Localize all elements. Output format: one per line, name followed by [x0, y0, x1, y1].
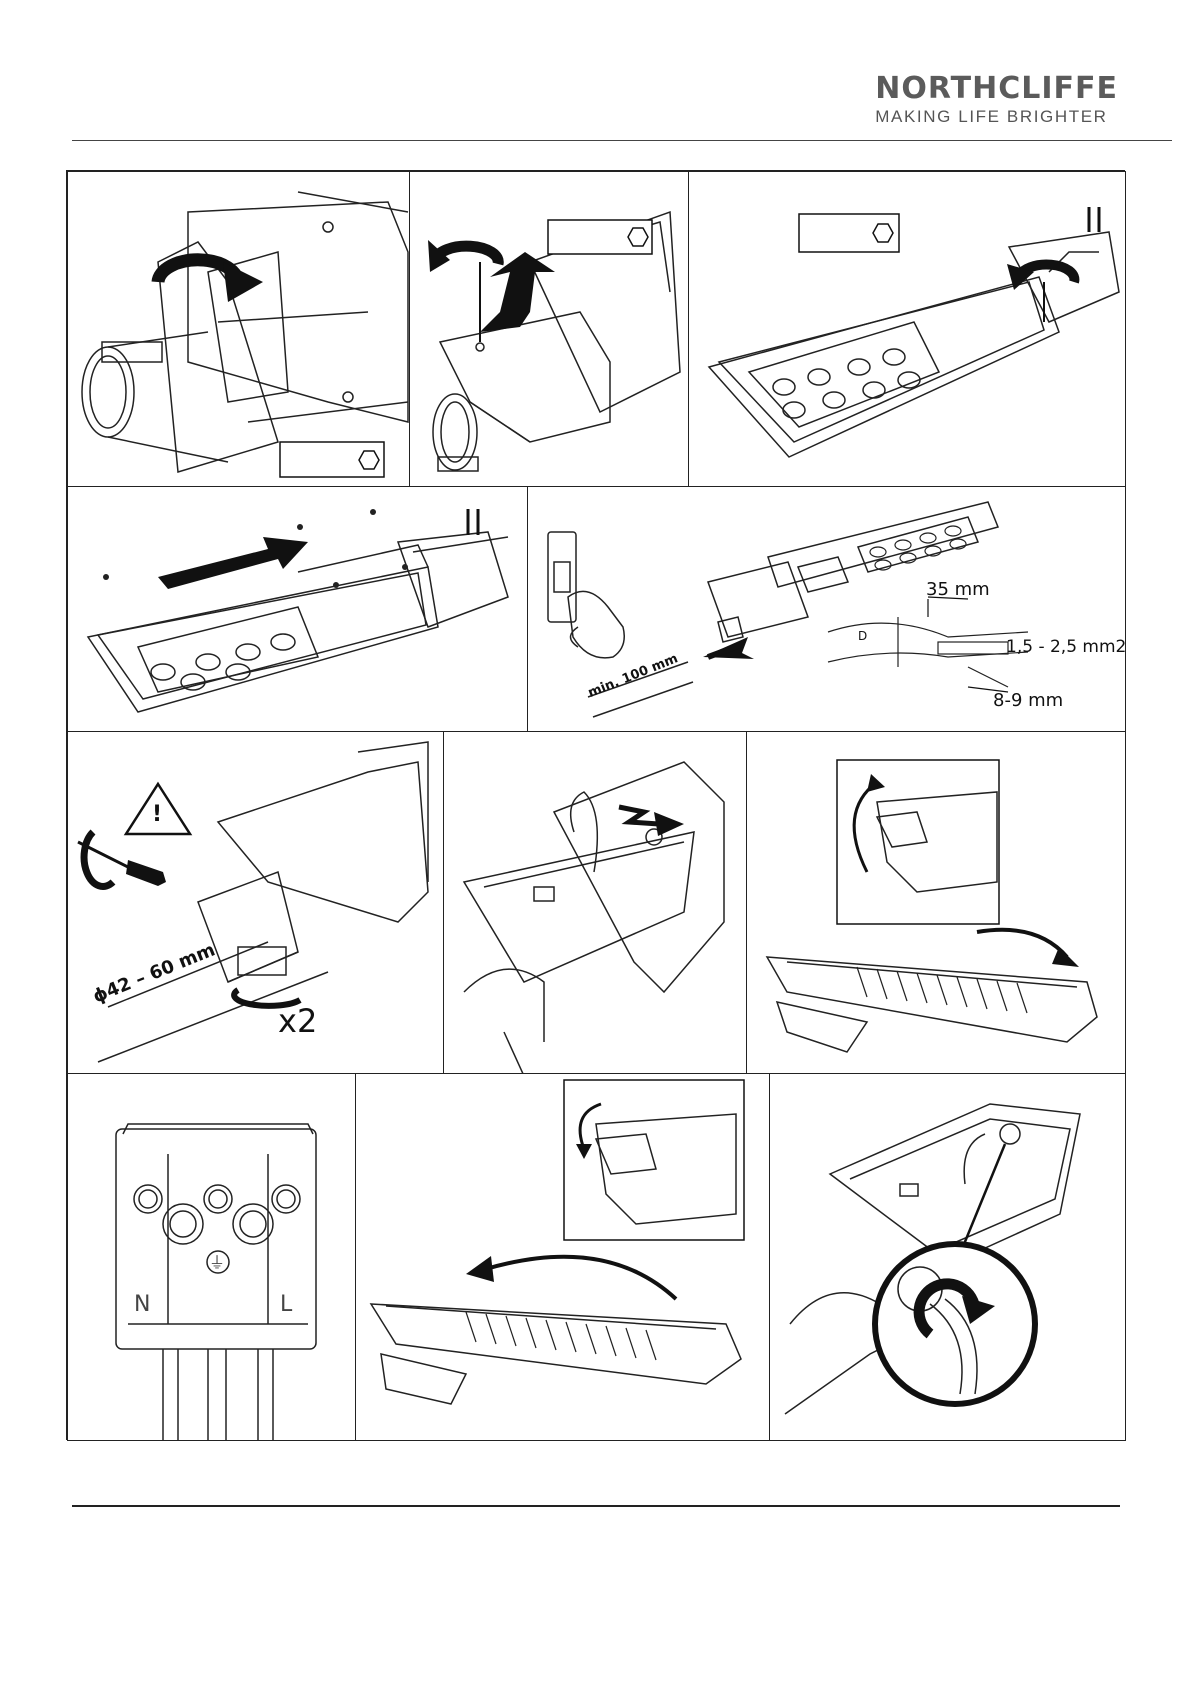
- strip-length-label: 35 mm: [926, 579, 990, 600]
- step-2-panel: [409, 171, 690, 488]
- header-divider: [72, 140, 1172, 141]
- bolt-count-label: x2: [278, 1002, 317, 1040]
- step-7-panel: [443, 731, 748, 1075]
- screwdriver-icon: [78, 832, 166, 886]
- core-strip-label: 8-9 mm: [993, 690, 1063, 711]
- step-10-panel: [355, 1073, 771, 1441]
- step-8-panel: [746, 731, 1126, 1075]
- rotate-arrow-icon: [619, 807, 659, 824]
- brand-tagline: MAKING LIFE BRIGHTER: [875, 107, 1118, 127]
- instruction-grid: min. 100 mm 35 mm 1,5 - 2,5 mm2 8-9 mm D: [66, 170, 1125, 1440]
- terminal-label-l: L: [280, 1292, 292, 1317]
- footer-divider: [72, 1505, 1120, 1507]
- step-6-panel: ! ϕ42 – 60 mm x2: [67, 731, 445, 1075]
- step-9-panel: N ⏚ L: [67, 1073, 357, 1441]
- step-11-panel: [769, 1073, 1126, 1441]
- rotate-arrow-icon: [977, 930, 1067, 957]
- terminal-label-earth: ⏚: [209, 1249, 225, 1273]
- brand-logo: NORTHCLIFFE MAKING LIFE BRIGHTER: [875, 74, 1118, 127]
- step-4-panel: [67, 486, 529, 733]
- terminal-label-n: N: [134, 1292, 150, 1317]
- rotate-arrow-icon: [158, 260, 263, 302]
- power-switch-icon: [548, 532, 624, 658]
- wire-section-label: 1,5 - 2,5 mm2: [1006, 637, 1126, 657]
- brand-name: NORTHCLIFFE: [875, 74, 1118, 104]
- step-1-panel: [67, 171, 411, 488]
- step-5-panel: min. 100 mm 35 mm 1,5 - 2,5 mm2 8-9 mm D: [527, 486, 1126, 733]
- lift-arrow-icon: [158, 537, 308, 589]
- step-3-panel: [688, 171, 1126, 488]
- rotate-arrow-icon: [486, 1257, 676, 1299]
- diameter-label: D: [858, 629, 867, 643]
- warning-symbol: !: [152, 802, 162, 827]
